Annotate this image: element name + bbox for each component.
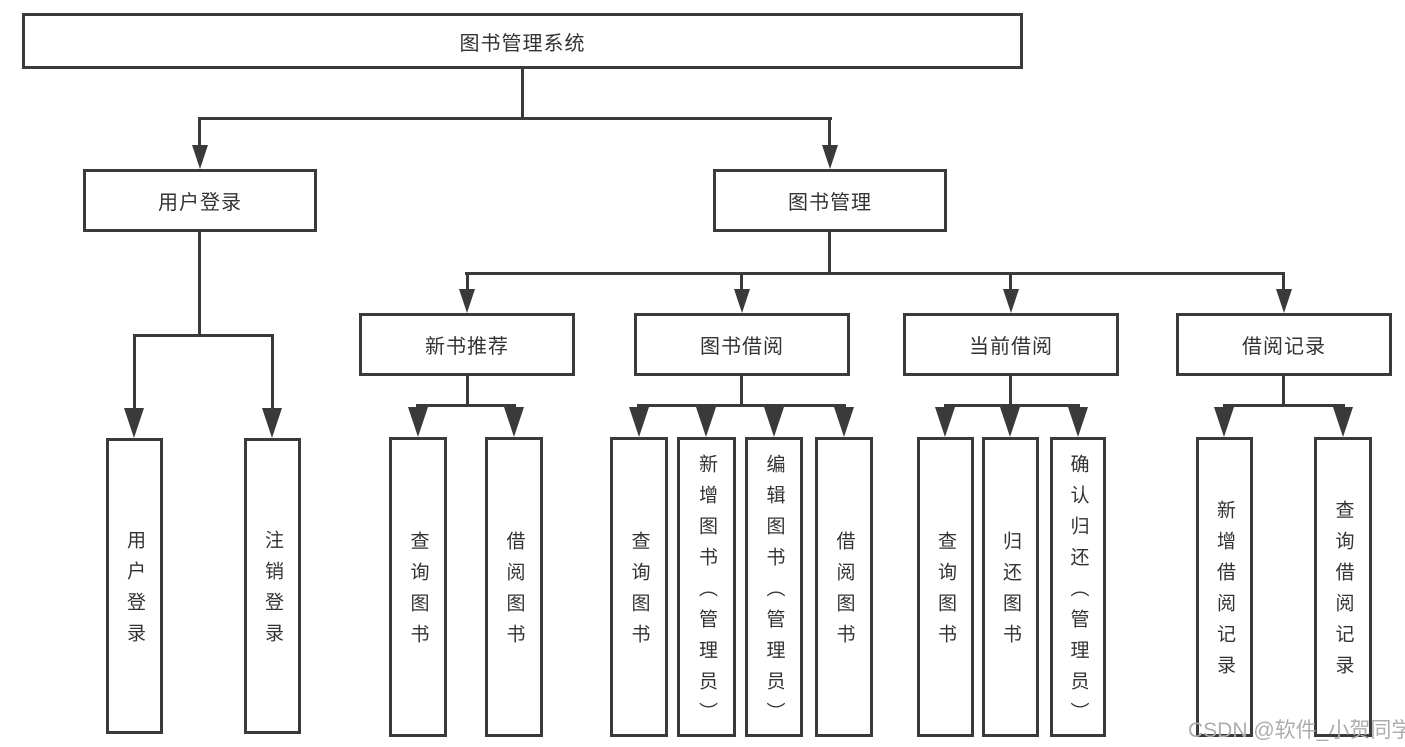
connector-login-arm (133, 334, 136, 410)
connector-user-login-stem (198, 232, 201, 336)
arrow-down-icon (504, 407, 524, 437)
leaf-user-login: 用户登录 (106, 438, 163, 734)
connector-book-mgmt-stem (828, 232, 831, 275)
connector-current-stem (1009, 376, 1012, 407)
arrow-down-icon (764, 407, 784, 437)
connector-records-stem (1282, 376, 1285, 407)
leaf-borrow-query-books-label: 查询图书 (628, 531, 650, 655)
arrow-down-icon (1333, 407, 1353, 437)
arrow-down-icon (1276, 289, 1292, 313)
arrow-down-icon (459, 289, 475, 313)
arrow-down-icon (124, 408, 144, 438)
arrow-down-icon (734, 289, 750, 313)
connector-root-stem (521, 69, 524, 118)
leaf-current-confirm-return-admin-label: 确认归还（管理员） (1067, 453, 1089, 733)
leaf-current-query-books-label: 查询图书 (935, 531, 956, 655)
arrow-down-icon (696, 407, 716, 437)
connector-borrow-horizontal (637, 404, 846, 407)
connector-login-arm (271, 334, 274, 410)
arrow-down-icon (1214, 407, 1234, 437)
leaf-current-return-books-label: 归还图书 (1000, 531, 1021, 655)
connector-recommend-stem (466, 376, 469, 407)
leaf-borrow-add-books-admin-label: 新增图书（管理员） (696, 453, 717, 733)
arrow-down-icon (1003, 289, 1019, 313)
arrow-down-icon (629, 407, 649, 437)
connector-level3-arm (740, 272, 743, 292)
leaf-records-query-record-label: 查询借阅记录 (1332, 500, 1354, 686)
connector-login-horizontal (133, 334, 274, 337)
leaf-logout: 注销登录 (244, 438, 301, 734)
leaf-borrow-query-books: 查询图书 (610, 437, 668, 737)
csdn-watermark: CSDN @软件_小贺同学 (1188, 719, 1405, 742)
node-new-book-recommendation: 新书推荐 (359, 313, 575, 376)
arrow-down-icon (192, 145, 208, 169)
arrow-down-icon (822, 145, 838, 169)
connector-level3-arm (1009, 272, 1012, 292)
arrow-down-icon (1000, 407, 1020, 437)
leaf-current-query-books: 查询图书 (917, 437, 974, 737)
connector-current-horizontal (944, 404, 1080, 407)
leaf-logout-label: 注销登录 (262, 530, 283, 654)
leaf-borrow-edit-books-admin-label: 编辑图书（管理员） (763, 453, 785, 733)
leaf-borrow-edit-books-admin: 编辑图书（管理员） (745, 437, 803, 737)
node-book-management: 图书管理 (713, 169, 947, 232)
connector-book-mgmt-drop (828, 117, 831, 147)
arrow-down-icon (1068, 407, 1088, 437)
connector-level2-horizontal (465, 272, 1285, 275)
node-borrowing-records: 借阅记录 (1176, 313, 1392, 376)
leaf-records-add-record: 新增借阅记录 (1196, 437, 1253, 737)
node-root: 图书管理系统 (22, 13, 1023, 69)
leaf-borrow-add-books-admin: 新增图书（管理员） (677, 437, 736, 737)
connector-records-horizontal (1223, 404, 1345, 407)
node-current-borrowing: 当前借阅 (903, 313, 1119, 376)
node-book-borrowing: 图书借阅 (634, 313, 850, 376)
connector-level3-arm (466, 272, 469, 292)
leaf-recommend-borrow-books-label: 借阅图书 (503, 531, 525, 655)
leaf-user-login-label: 用户登录 (124, 530, 145, 654)
arrow-down-icon (408, 407, 428, 437)
connector-level1-horizontal (198, 117, 832, 120)
connector-level3-arm (1282, 272, 1285, 292)
connector-user-login-drop (198, 117, 201, 147)
leaf-recommend-query-books-label: 查询图书 (407, 531, 429, 655)
connector-recommend-horizontal (416, 404, 516, 407)
leaf-recommend-query-books: 查询图书 (389, 437, 447, 737)
leaf-recommend-borrow-books: 借阅图书 (485, 437, 543, 737)
leaf-current-confirm-return-admin: 确认归还（管理员） (1050, 437, 1106, 737)
leaf-current-return-books: 归还图书 (982, 437, 1039, 737)
arrow-down-icon (834, 407, 854, 437)
node-user-login: 用户登录 (83, 169, 317, 232)
leaf-borrow-borrow-books: 借阅图书 (815, 437, 873, 737)
arrow-down-icon (935, 407, 955, 437)
arrow-down-icon (262, 408, 282, 438)
leaf-borrow-borrow-books-label: 借阅图书 (833, 531, 855, 655)
connector-borrow-stem (740, 376, 743, 407)
leaf-records-query-record: 查询借阅记录 (1314, 437, 1372, 737)
leaf-records-add-record-label: 新增借阅记录 (1214, 500, 1235, 686)
